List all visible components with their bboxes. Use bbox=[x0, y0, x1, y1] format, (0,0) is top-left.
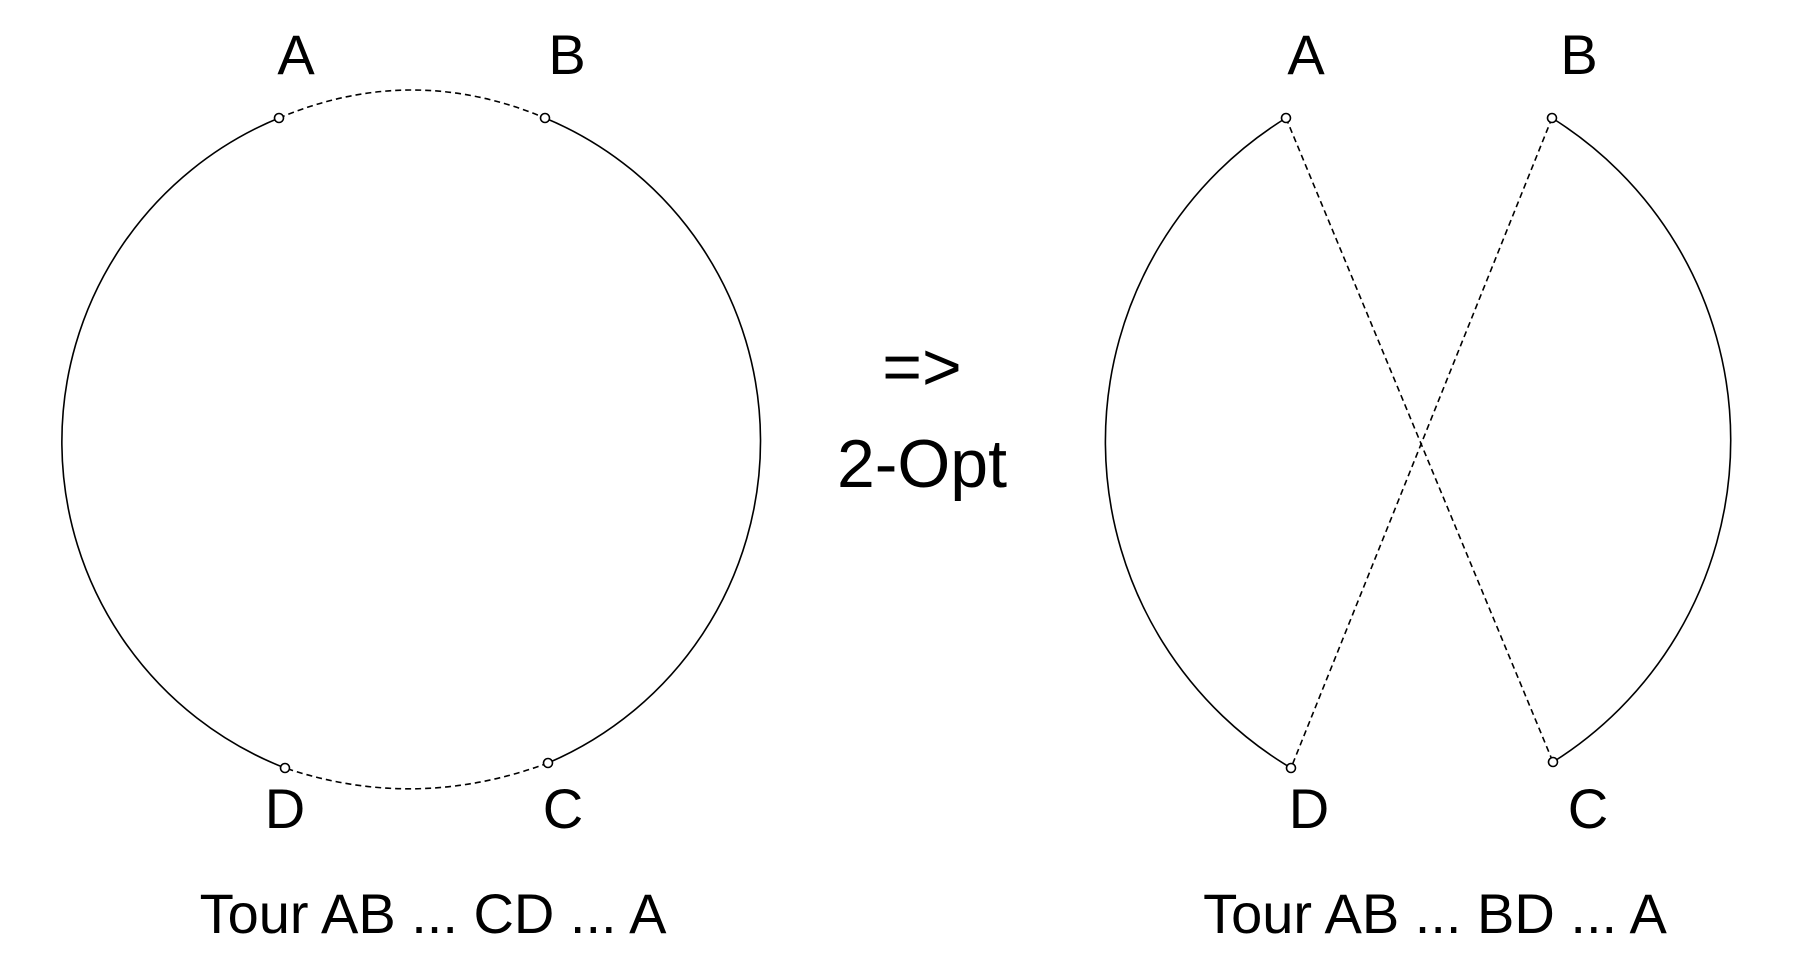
left-arc-d-to-a bbox=[61, 117, 286, 769]
left-edge-c-d bbox=[284, 762, 549, 790]
left-node-c bbox=[542, 757, 554, 769]
left-label-c: C bbox=[543, 777, 583, 840]
right-arc-d-to-a bbox=[1104, 117, 1292, 769]
transform-name: 2-Opt bbox=[837, 426, 1007, 502]
right-node-c bbox=[1547, 756, 1559, 768]
left-node-a bbox=[273, 112, 285, 124]
right-panel: A B C D Tour AB ... BD ... A bbox=[1104, 23, 1732, 945]
left-label-b: B bbox=[548, 23, 585, 86]
right-arc-b-to-c bbox=[1551, 117, 1732, 763]
right-edge-a-c bbox=[1285, 117, 1554, 763]
left-node-d bbox=[279, 762, 291, 774]
right-node-d bbox=[1285, 762, 1297, 774]
transform-label: => 2-Opt bbox=[837, 329, 1007, 502]
right-edge-b-d bbox=[1290, 117, 1553, 769]
right-label-d: D bbox=[1289, 777, 1329, 840]
right-node-b bbox=[1546, 112, 1558, 124]
left-label-d: D bbox=[265, 777, 305, 840]
left-label-a: A bbox=[277, 23, 315, 86]
left-edge-a-b bbox=[278, 89, 546, 119]
right-label-b: B bbox=[1560, 23, 1597, 86]
left-node-b bbox=[539, 112, 551, 124]
right-label-a: A bbox=[1287, 23, 1325, 86]
left-caption: Tour AB ... CD ... A bbox=[200, 882, 667, 945]
right-label-c: C bbox=[1568, 777, 1608, 840]
transform-arrow: => bbox=[882, 329, 961, 405]
left-arc-b-to-c bbox=[544, 117, 762, 764]
right-node-a bbox=[1280, 112, 1292, 124]
left-panel: A B C D Tour AB ... CD ... A bbox=[61, 23, 762, 945]
right-caption: Tour AB ... BD ... A bbox=[1203, 882, 1667, 945]
